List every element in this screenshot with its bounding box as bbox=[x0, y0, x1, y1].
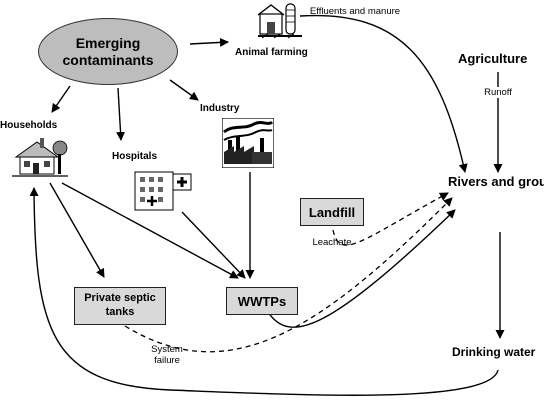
private-septic-tanks-node: Private septic tanks bbox=[74, 287, 166, 325]
arrow-emerging-to-industry bbox=[169, 79, 199, 101]
leachate-edge-label: Leachate bbox=[312, 237, 352, 248]
landfill-node: Landfill bbox=[300, 198, 364, 226]
agriculture-label: Agriculture bbox=[458, 51, 528, 66]
wwtps-node: WWTPs bbox=[226, 287, 298, 315]
effluents-edge-label: Effluents and manure bbox=[309, 6, 401, 17]
factory-icon bbox=[221, 117, 275, 173]
hospital-icon bbox=[133, 164, 193, 217]
arrow-emerging-to-hospitals bbox=[116, 87, 126, 141]
rivers-groundwater-label: Rivers and groundwater bbox=[448, 174, 544, 189]
households-label: Households bbox=[0, 120, 58, 131]
arrow-hospitals-to-wwtps bbox=[181, 211, 246, 279]
arrow-emerging-to-households bbox=[51, 85, 71, 113]
arrow-households-to-septic bbox=[49, 182, 105, 278]
arrow-households-to-wwtps bbox=[61, 182, 239, 279]
industry-label: Industry bbox=[200, 103, 240, 114]
house-icon bbox=[12, 134, 68, 185]
system-failure-edge-label: System failure bbox=[151, 344, 183, 367]
emerging-contaminants-node: Emerging contaminants bbox=[38, 18, 178, 85]
arrow-emerging-to-animal-farming bbox=[189, 37, 229, 47]
animal-farming-label: Animal farming bbox=[235, 47, 308, 58]
arrow-drinking-to-households bbox=[29, 187, 499, 396]
arrow-effluents-to-rivers bbox=[299, 14, 468, 173]
farm-icon bbox=[257, 0, 302, 45]
runoff-edge-label: Runoff bbox=[480, 87, 516, 99]
hospitals-label: Hospitals bbox=[112, 151, 158, 162]
drinking-water-label: Drinking water bbox=[452, 345, 536, 359]
arrow-landfill-to-rivers bbox=[332, 192, 449, 246]
arrow-wwtps-to-rivers bbox=[267, 209, 456, 328]
arrow-septic-to-rivers bbox=[124, 197, 453, 353]
